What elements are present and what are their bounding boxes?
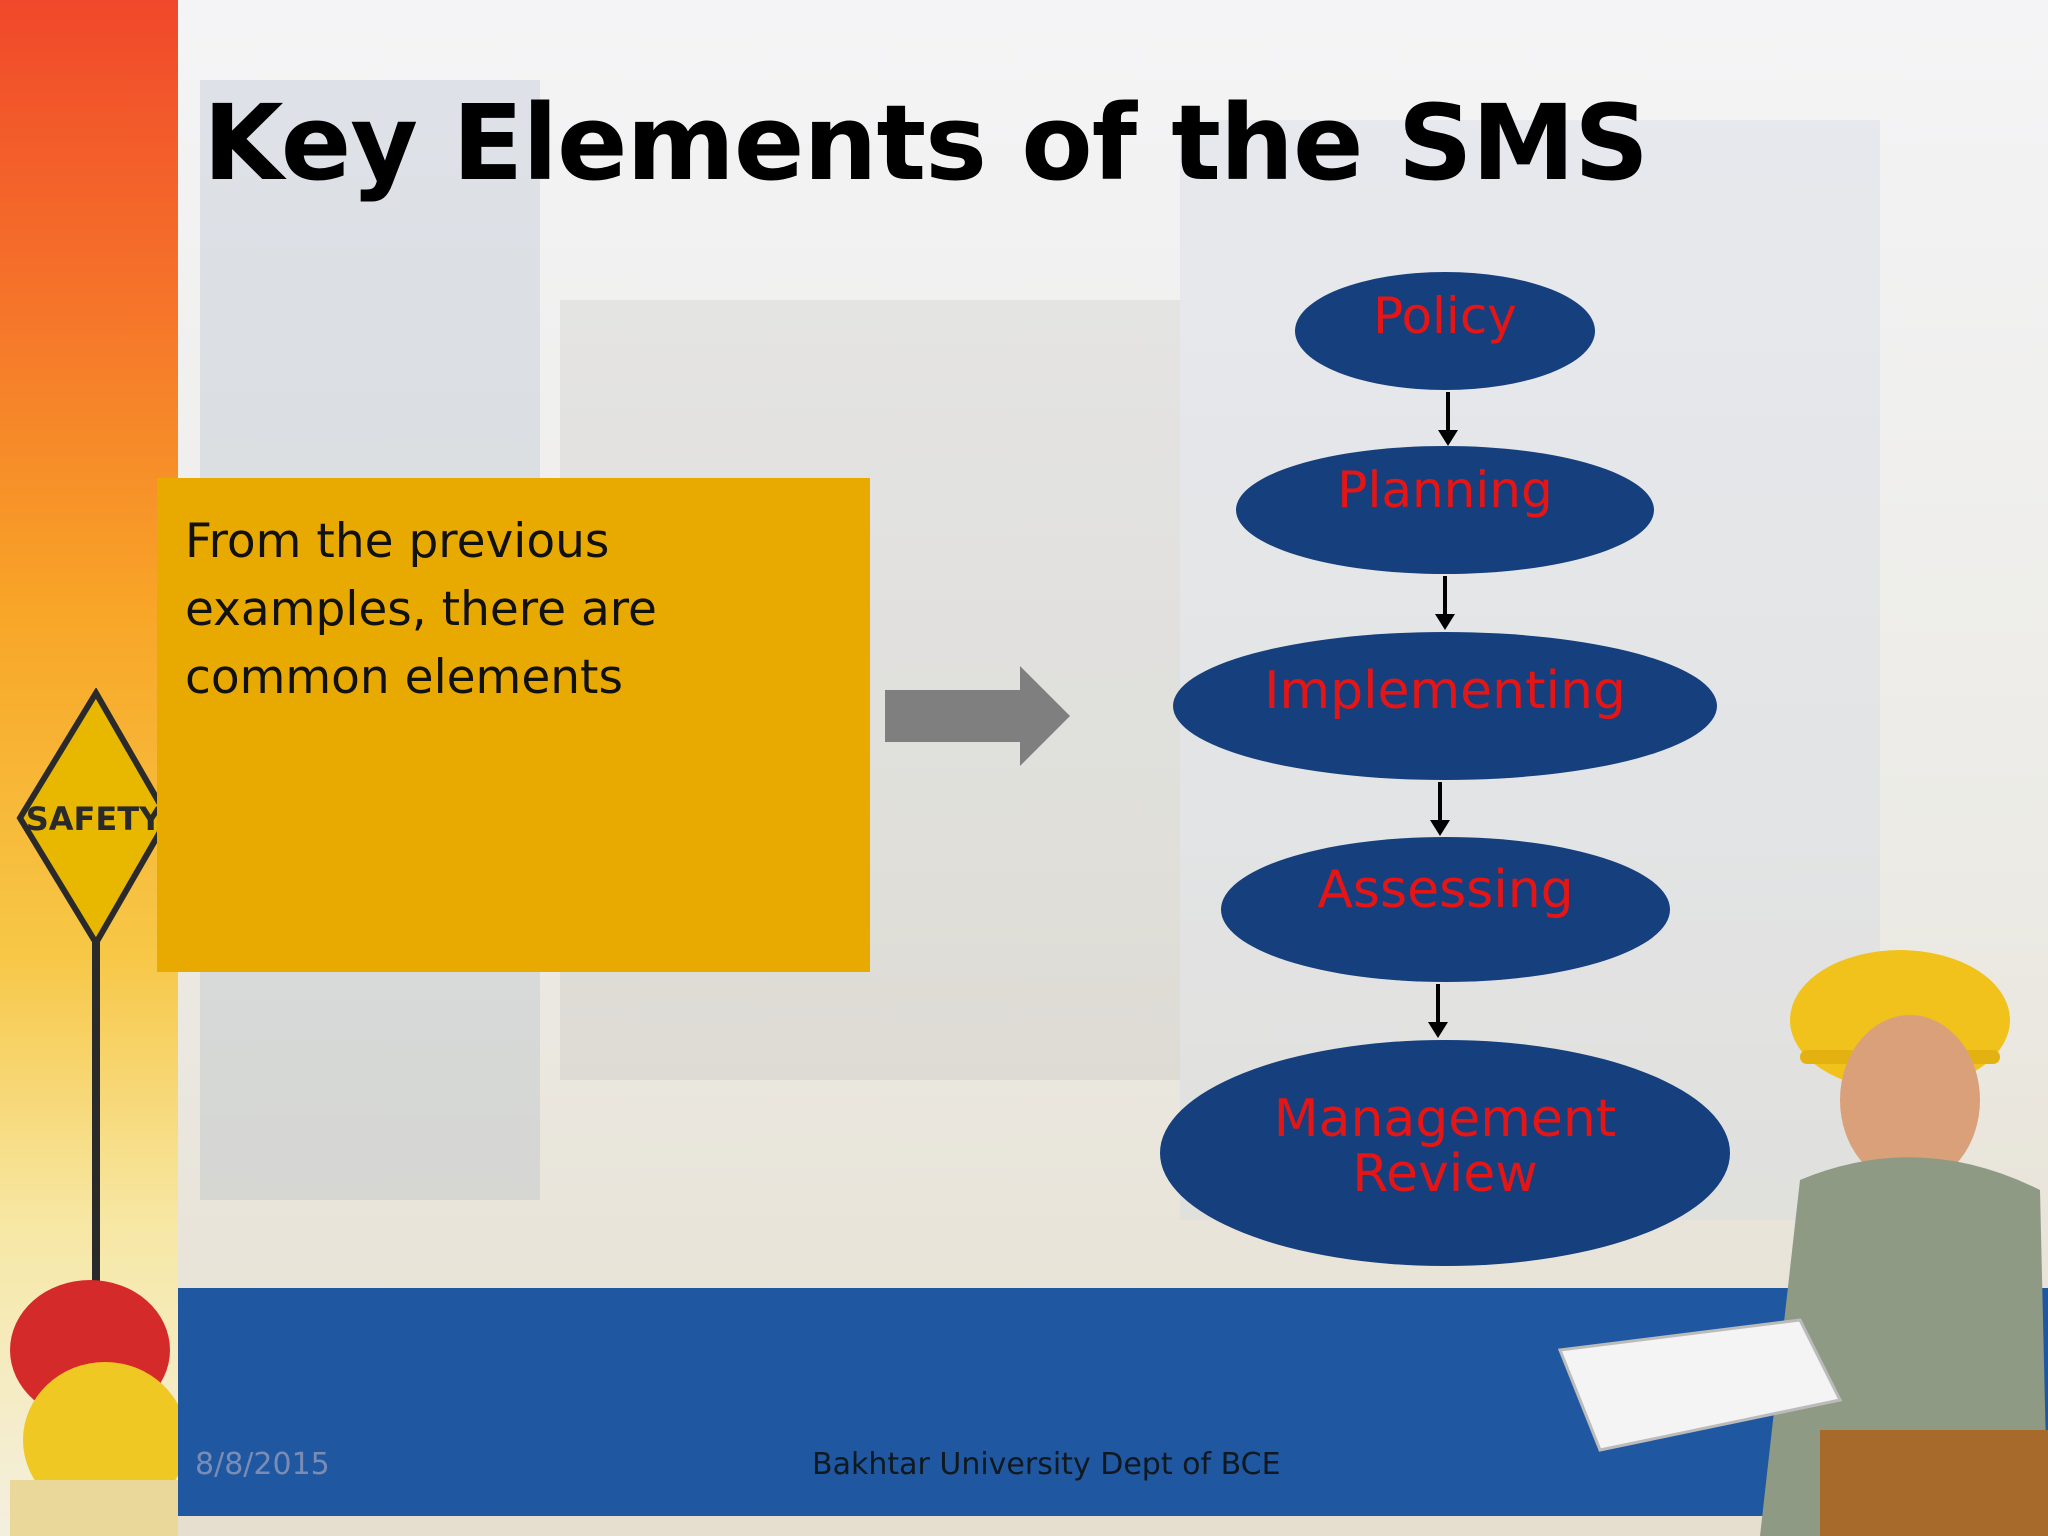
- flow-node-planning: Planning: [1236, 446, 1654, 574]
- node-label-line1: Management: [1273, 1089, 1617, 1149]
- flow-node-policy: Policy: [1295, 272, 1595, 390]
- flow-node-assessing: Assessing: [1221, 837, 1670, 982]
- node-label: Implementing: [1264, 661, 1626, 721]
- flow-arrow: [1428, 984, 1448, 1038]
- footer-date: 8/8/2015: [195, 1447, 330, 1482]
- safety-sign-label: SAFETY: [26, 800, 163, 838]
- node-label: Policy: [1373, 287, 1517, 345]
- text-box-body: From the previous examples, there are co…: [185, 514, 657, 705]
- flow-node-management-review: Management Review: [1160, 1040, 1730, 1266]
- node-label: Assessing: [1317, 860, 1574, 920]
- helmet-icon: [10, 1280, 178, 1536]
- flow-node-implementing: Implementing: [1173, 632, 1717, 780]
- flow-arrow: [1438, 392, 1458, 446]
- safety-sign-icon: SAFETY: [16, 688, 168, 1308]
- flow-arrow: [1430, 782, 1450, 836]
- flow-arrow: [1435, 576, 1455, 630]
- slide-title: Key Elements of the SMS: [203, 82, 1649, 204]
- node-label: Planning: [1337, 461, 1553, 519]
- text-box: From the previous examples, there are co…: [157, 478, 870, 972]
- footer-text: Bakhtar University Dept of BCE: [812, 1447, 1281, 1482]
- worker-illustration: [1557, 950, 2048, 1536]
- node-label-line2: Review: [1352, 1143, 1538, 1204]
- right-arrow-icon: [885, 666, 1070, 766]
